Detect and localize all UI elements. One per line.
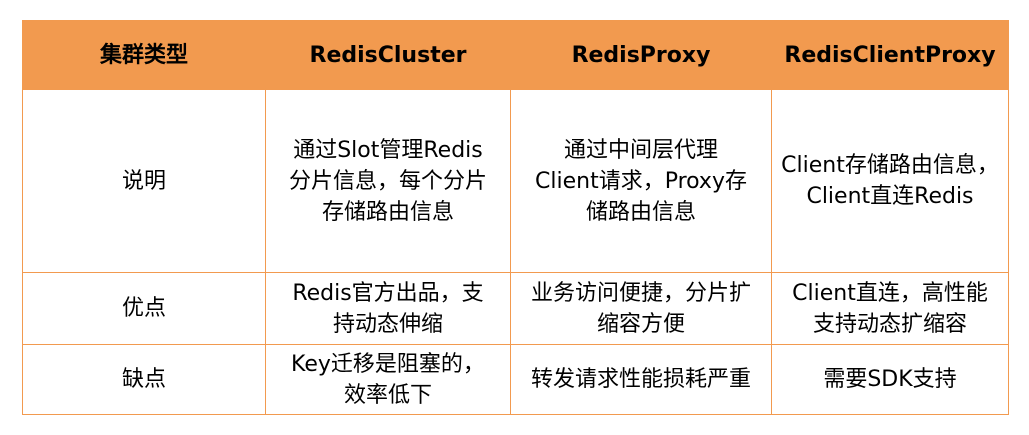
table-row: 说明 通过Slot管理Redis分片信息，每个分片存储路由信息 通过中间层代理C… [22,89,1009,273]
cell-text: 通过中间层代理Client请求，Proxy存储路由信息 [535,137,747,225]
table-cell: 通过中间层代理Client请求，Proxy存储路由信息 [510,89,772,273]
row-label-pros: 优点 [22,272,266,345]
cell-text: Client直连，高性能支持动态扩缩容 [792,280,988,337]
table-cell: 业务访问便捷，分片扩缩容方便 [510,272,772,345]
cell-text: 需要SDK支持 [823,367,957,392]
header-cluster-type: 集群类型 [22,20,266,90]
table-cell: 需要SDK支持 [771,344,1009,415]
row-label-cons: 缺点 [22,344,266,415]
table-cell: Redis官方出品，支持动态伸缩 [265,272,511,345]
row-label-description: 说明 [22,89,266,273]
table-row: 缺点 Key迁移是阻塞的，效率低下 转发请求性能损耗严重 需要SDK支持 [22,344,1009,415]
table-cell: 通过Slot管理Redis分片信息，每个分片存储路由信息 [265,89,511,273]
header-row: 集群类型 RedisCluster RedisProxy RedisClient… [22,20,1009,90]
cell-text: Key迁移是阻塞的，效率低下 [291,351,485,408]
cell-text: Redis官方出品，支持动态伸缩 [292,280,484,337]
header-redis-client-proxy: RedisClientProxy [771,20,1009,90]
comparison-table: 集群类型 RedisCluster RedisProxy RedisClient… [22,20,1009,415]
table-cell: Key迁移是阻塞的，效率低下 [265,344,511,415]
cell-text: 转发请求性能损耗严重 [530,367,751,392]
header-redis-proxy: RedisProxy [510,20,772,90]
cell-text: 通过Slot管理Redis分片信息，每个分片存储路由信息 [288,137,487,225]
cell-text: Client存储路由信息，Client直连Redis [781,153,999,209]
header-redis-cluster: RedisCluster [265,20,511,90]
table-cell: Client直连，高性能支持动态扩缩容 [771,272,1009,345]
cell-text: 业务访问便捷，分片扩缩容方便 [530,280,751,337]
table-cell: 转发请求性能损耗严重 [510,344,772,415]
table-cell: Client存储路由信息，Client直连Redis [771,89,1009,273]
table-row: 优点 Redis官方出品，支持动态伸缩 业务访问便捷，分片扩缩容方便 Clien… [22,272,1009,345]
